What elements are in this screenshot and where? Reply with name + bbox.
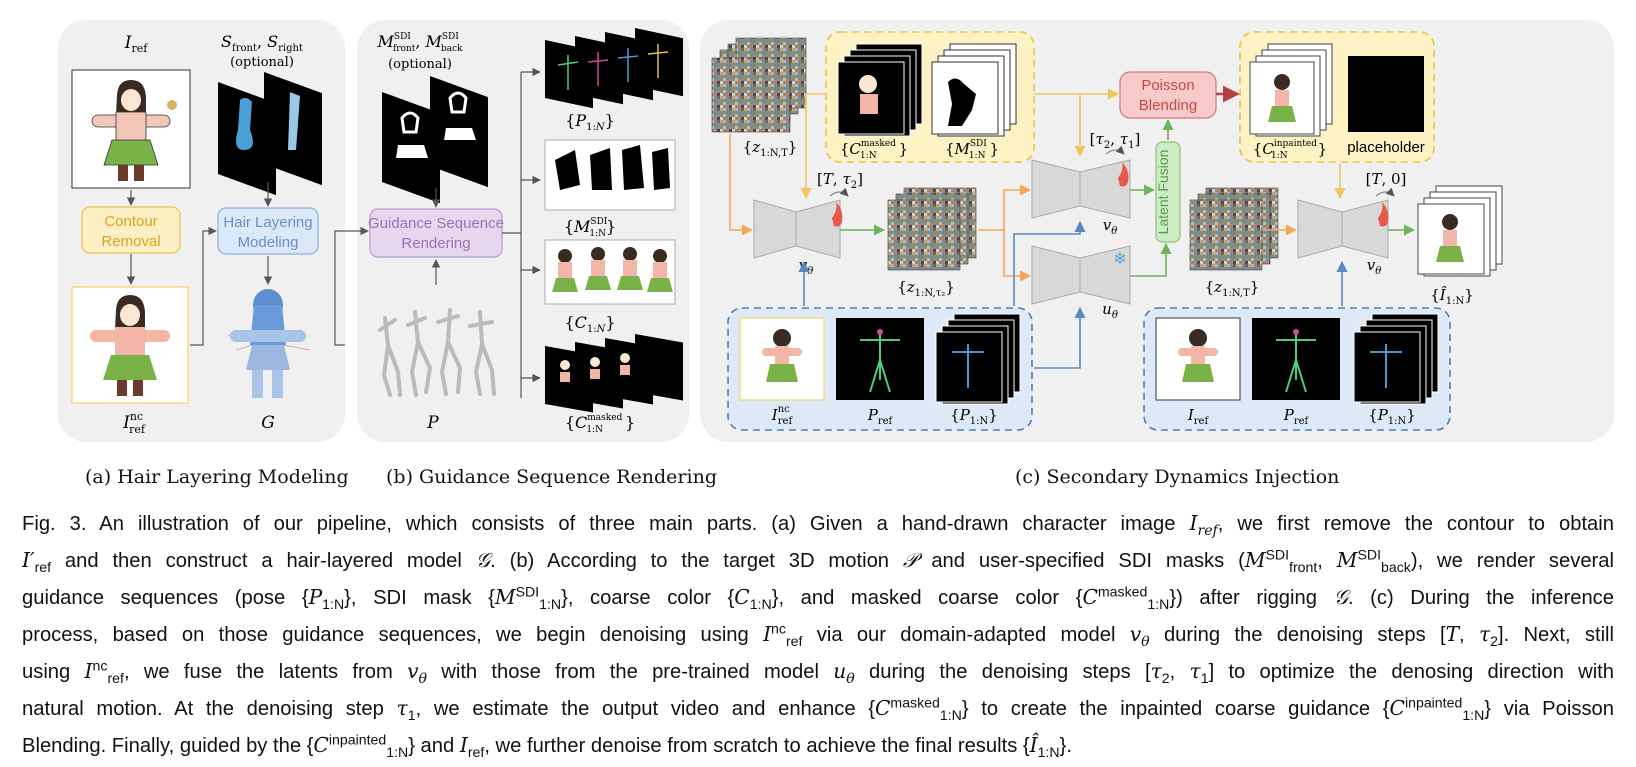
- panel-b-title: (b) Guidance Sequence Rendering: [386, 466, 717, 488]
- step2-label: [τ2, τ1]: [1090, 130, 1141, 151]
- denoiser-u: [1031, 245, 1131, 305]
- pipeline-figure: Iref Sfront, Sright (optional) Contour R…: [58, 20, 1614, 442]
- panel-a-model-label: G: [261, 413, 275, 433]
- cond-left-pose-seq: [935, 313, 1021, 405]
- noise-stack: [711, 37, 807, 133]
- contour-box-line1: Contour: [104, 213, 157, 230]
- inpainted-color-stack: [1249, 43, 1333, 137]
- masked-coarse-color-stack: [545, 333, 683, 413]
- cond-left-pose: [836, 318, 924, 400]
- panel-a-title: (a) Hair Layering Modeling: [85, 466, 349, 488]
- fire-icon-2: [1118, 162, 1129, 187]
- hair-box-line1: Hair Layering: [223, 214, 312, 231]
- caption-line-1: Fig. 3. An illustration of our pipeline,…: [22, 511, 1614, 540]
- placeholder-label: placeholder: [1347, 139, 1425, 156]
- hair-layering-box: [217, 207, 319, 255]
- panel-a-seg-label: Sfront, Sright: [221, 32, 303, 54]
- caption-line-5: using Incref, we fuse the latents from v…: [22, 657, 1614, 688]
- caption-line-7: Blending. Finally, guided by the {Cinpai…: [22, 731, 1072, 761]
- panel-b-mask-optional: (optional): [388, 57, 452, 72]
- denoiser-v3: [1297, 199, 1389, 259]
- coarse-color-stack: [544, 239, 676, 305]
- figure-caption: Fig. 3. An illustration of our pipeline,…: [22, 505, 1614, 764]
- cond-left-ref: [739, 317, 825, 401]
- panel-a-seg-optional: (optional): [230, 55, 294, 70]
- poisson-line1: Poisson: [1141, 77, 1194, 94]
- panel-b-motion-label: P: [426, 413, 439, 433]
- output-stack: [1417, 185, 1503, 277]
- latent-t2-stack: [1189, 187, 1279, 271]
- sdi-mask-sequence-stack: [544, 139, 676, 211]
- denoiser-v2: [1031, 159, 1131, 219]
- contour-box-line2: Removal: [101, 233, 160, 250]
- no-contour-image: [71, 286, 189, 404]
- render-box-line1: Guidance Sequence: [368, 215, 504, 232]
- fire-icon-3: [1378, 202, 1389, 227]
- motion-sequence: [378, 308, 496, 397]
- caption-line-3: guidance sequences (pose {P1:N}, SDI mas…: [22, 583, 1614, 613]
- segmentation-masks: [218, 71, 322, 196]
- snowflake-icon: ❄: [1113, 249, 1126, 268]
- cond-right-ref: [1155, 317, 1241, 401]
- hair-layered-model: [227, 289, 311, 398]
- caption-line-6: natural motion. At the denoising step τ1…: [22, 694, 1614, 724]
- caption-line-4: process, based on those guidance sequenc…: [22, 620, 1614, 651]
- contour-removal-box: [81, 206, 181, 254]
- caption-line-2: I′ref and then construct a hair-layered …: [22, 546, 1614, 576]
- placeholder-frame: [1348, 56, 1424, 132]
- mask-sequence-stack: [931, 43, 1017, 137]
- latent-fusion-box: [1155, 141, 1181, 243]
- denoiser-v1: [753, 199, 841, 259]
- masked-color-stack: [837, 43, 923, 137]
- fire-icon: [832, 202, 843, 227]
- poisson-line2: Blending: [1139, 97, 1197, 114]
- reference-image: [71, 69, 191, 189]
- cond-right-pose-seq: [1353, 313, 1439, 405]
- pose-sequence-stack: [545, 28, 683, 109]
- step3-label: [T, 0]: [1366, 170, 1407, 188]
- panel-c-title: (c) Secondary Dynamics Injection: [1015, 466, 1340, 488]
- latent-tau-stack: [887, 187, 977, 271]
- render-box-line2: Rendering: [401, 235, 470, 252]
- hair-box-line2: Modeling: [238, 234, 299, 251]
- cond-right-pose: [1252, 318, 1340, 400]
- latent-fusion-label: Latent Fusion: [1155, 150, 1171, 235]
- sdi-masks: [382, 75, 488, 204]
